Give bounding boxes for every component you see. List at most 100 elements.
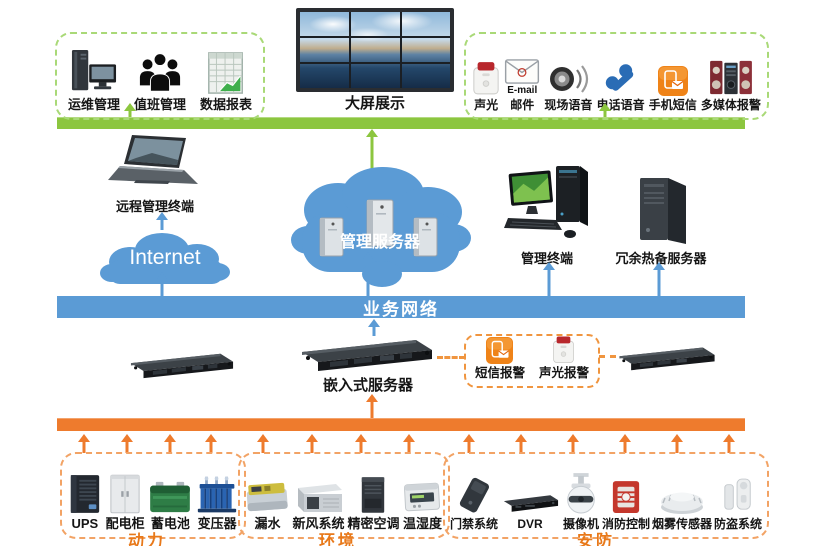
arrow-water-leak bbox=[257, 434, 269, 453]
arrow-bus-to-internet bbox=[156, 272, 168, 296]
arrow-smoke-sensor bbox=[671, 434, 683, 453]
speaker-icon bbox=[550, 65, 589, 93]
arrow-device-bus-to-embedded-server bbox=[366, 394, 378, 418]
data-report-label: 数据报表 bbox=[199, 96, 252, 112]
onsite-voice-item: 现场语音 bbox=[544, 62, 592, 112]
access-control-icon bbox=[459, 477, 489, 513]
precision-ac-label: 精密空调 bbox=[347, 515, 400, 531]
phone-voice-item: 电话语音 bbox=[597, 62, 645, 112]
arrow-fire-control bbox=[619, 434, 631, 453]
management-server-label: 管理服务器 bbox=[339, 234, 420, 251]
arrow-ups bbox=[78, 434, 90, 453]
sound-light-alarm-label: 声光报警 bbox=[538, 366, 589, 381]
ops-management-label: 运维管理 bbox=[67, 96, 120, 112]
fire-control-icon bbox=[612, 480, 640, 513]
water-leak-label: 漏水 bbox=[254, 515, 281, 531]
smoke-sensor-item: 烟雾传感器 bbox=[652, 485, 712, 531]
sms-label: 手机短信 bbox=[648, 97, 697, 112]
cloud-with-servers-icon bbox=[291, 167, 471, 287]
arrow-transformer bbox=[205, 434, 217, 453]
arrow-battery bbox=[164, 434, 176, 453]
internet-cloud: Internet bbox=[96, 228, 234, 290]
dashed-link-server-to-alarms bbox=[437, 356, 465, 359]
battery-label: 蓄电池 bbox=[150, 515, 190, 531]
sms-icon bbox=[657, 65, 688, 96]
environment-group-label: 环境 bbox=[318, 533, 358, 546]
arrow-temp-humidity bbox=[403, 434, 415, 453]
device-layer-bus bbox=[57, 418, 745, 431]
arrow-fresh-air bbox=[306, 434, 318, 453]
sound-light-label: 声光 bbox=[474, 97, 499, 112]
water-leak-icon bbox=[247, 482, 289, 511]
transformer-label: 变压器 bbox=[197, 515, 237, 531]
siren-icon bbox=[473, 61, 499, 95]
business-network-label: 业务网络 bbox=[363, 299, 439, 319]
laptop-icon bbox=[108, 135, 198, 184]
power-group-label: 动力 bbox=[127, 533, 167, 546]
fire-control-item: 消防控制 bbox=[602, 479, 650, 531]
precision-ac-item: 精密空调 bbox=[347, 476, 399, 531]
embedded-server-label: 嵌入式服务器 bbox=[322, 377, 414, 394]
arrow-embedded-server-to-bus bbox=[368, 319, 380, 336]
access-control-item: 门禁系统 bbox=[450, 477, 498, 531]
access-control-label: 门禁系统 bbox=[449, 516, 498, 531]
arrow-dvr bbox=[515, 434, 527, 453]
anti-theft-label: 防盗系统 bbox=[713, 516, 762, 531]
arrow-anti-theft bbox=[723, 434, 735, 453]
precision-ac-icon bbox=[362, 476, 385, 513]
siren-icon bbox=[553, 336, 575, 364]
fire-control-label: 消防控制 bbox=[601, 516, 650, 531]
security-group: 门禁系统 DVR 摄像机 bbox=[443, 452, 769, 539]
arrow-precision-ac bbox=[355, 434, 367, 453]
power-cabinet-label: 配电柜 bbox=[105, 515, 145, 531]
management-apps-group: 运维管理 值班管理 数据报表 bbox=[55, 32, 265, 120]
arrow-bus-to-alert-group bbox=[599, 103, 611, 117]
camera-label: 摄像机 bbox=[562, 516, 599, 531]
duty-management-label: 值班管理 bbox=[133, 96, 186, 112]
business-network-bus: 业务网络 bbox=[57, 296, 745, 319]
video-wall-screen bbox=[300, 12, 450, 88]
sms-alarm-label: 短信报警 bbox=[474, 366, 525, 381]
power-cabinet-icon bbox=[110, 474, 140, 513]
temp-humidity-icon bbox=[404, 482, 441, 511]
email-item: E-mail 邮件 bbox=[504, 59, 540, 112]
desktop-icon bbox=[504, 166, 588, 238]
power-group: UPS 配电柜 蓄电池 bbox=[60, 452, 246, 539]
sound-light-item: 声光 bbox=[472, 60, 500, 112]
power-cabinet-item: 配电柜 bbox=[106, 474, 145, 531]
arrow-bus-to-redundant-server bbox=[653, 262, 665, 296]
tower-server-icon bbox=[640, 178, 686, 244]
arrow-bus-to-server-cloud bbox=[362, 252, 374, 296]
camera-item: 摄像机 bbox=[562, 472, 600, 531]
battery-icon bbox=[150, 481, 191, 512]
duty-management-item: 值班管理 bbox=[134, 51, 186, 112]
ops-management-item: 运维管理 bbox=[68, 49, 120, 112]
smoke-sensor-icon bbox=[660, 492, 703, 514]
dashed-link-alarms-to-server bbox=[599, 355, 616, 358]
temp-humidity-item: 温湿度 bbox=[402, 480, 442, 531]
email-label: 邮件 bbox=[510, 97, 535, 112]
workstation-icon bbox=[71, 49, 117, 90]
onsite-voice-label: 现场语音 bbox=[544, 97, 593, 112]
management-server-cloud: 管理服务器 bbox=[288, 160, 472, 292]
water-leak-item: 漏水 bbox=[245, 480, 289, 531]
sound-light-alarm-item: 声光报警 bbox=[539, 335, 589, 381]
video-wall-label: 大屏展示 bbox=[344, 95, 406, 112]
arrow-camera bbox=[567, 434, 579, 453]
arrow-internet-to-remote-terminal bbox=[156, 212, 168, 230]
environment-group: 漏水 新风系统 精密空调 bbox=[238, 452, 450, 539]
management-terminal-label: 管理终端 bbox=[520, 251, 574, 266]
internet-label: Internet bbox=[129, 246, 201, 269]
stereo-icon bbox=[710, 60, 752, 94]
multimedia-alarm-label: 多媒体报警 bbox=[700, 97, 761, 112]
alert-layer-bus bbox=[57, 117, 745, 129]
email-icon bbox=[505, 59, 540, 84]
alarm-output-box: 短信报警 声光报警 bbox=[464, 334, 600, 388]
arrow-bus-to-management-terminal bbox=[543, 262, 555, 296]
fresh-air-label: 新风系统 bbox=[292, 515, 345, 531]
report-icon bbox=[208, 51, 243, 94]
camera-icon bbox=[567, 472, 595, 514]
data-report-item: 数据报表 bbox=[200, 51, 252, 112]
battery-item: 蓄电池 bbox=[148, 480, 192, 531]
alert-channels-group: 声光 E-mail 邮件 现场语音 bbox=[464, 32, 769, 120]
